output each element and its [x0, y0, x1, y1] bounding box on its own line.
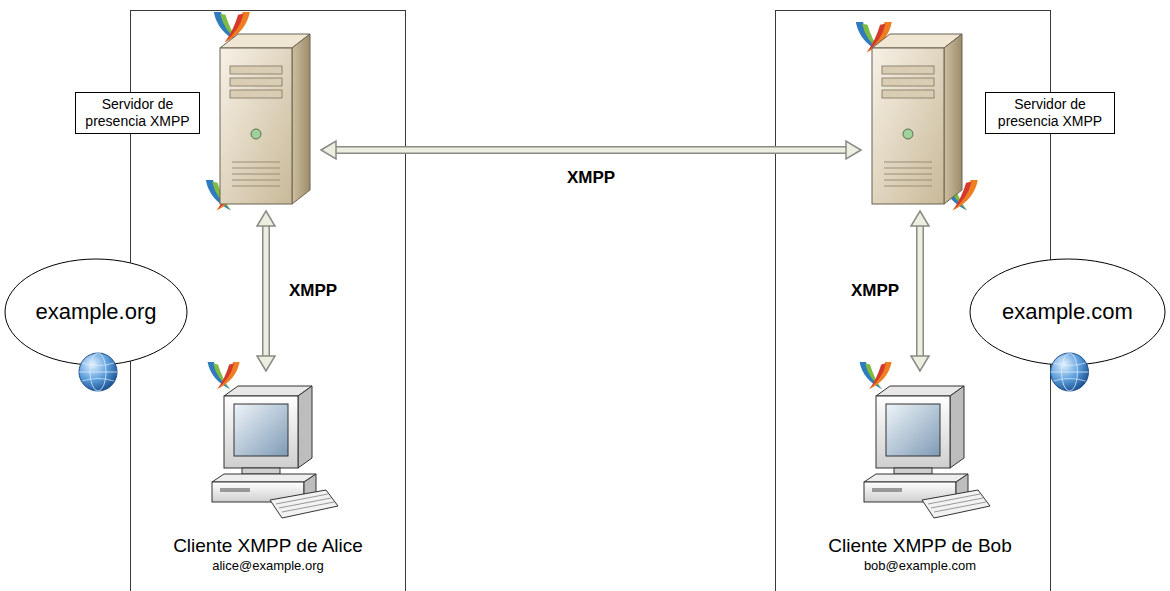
- presence-server: Servidor de presencia XMPP: [210, 22, 320, 210]
- server-icon: [210, 22, 320, 210]
- arrow-head: [911, 356, 929, 371]
- text-holder: example.org: [4, 258, 188, 366]
- server-label: Servidor de presencia XMPP: [81, 96, 194, 130]
- arrow-head: [257, 211, 275, 226]
- label-box: Servidor de presencia XMPP: [75, 92, 200, 134]
- arrow-head: [321, 141, 336, 159]
- client-address: alice@example.org: [108, 558, 428, 574]
- client-name: Cliente XMPP de Bob: [760, 534, 1080, 558]
- domain-name: example.org: [35, 298, 156, 326]
- client-computer: Cliente XMPP de Alicealice@example.org: [198, 372, 338, 512]
- globe-icon: [1051, 353, 1089, 391]
- protocol-label: XMPP: [286, 281, 340, 301]
- arrow-head: [846, 141, 861, 159]
- server-icon: [862, 22, 972, 210]
- arrow-head: [257, 356, 275, 371]
- protocol-label: XMPP: [848, 281, 902, 301]
- connector-fill: [264, 225, 269, 357]
- computer-icon: [850, 372, 990, 512]
- connector-fill: [335, 148, 847, 153]
- arrow-head: [911, 211, 929, 226]
- text-holder: Cliente XMPP de Alicealice@example.org: [108, 534, 428, 574]
- xmpp-connection: [257, 211, 275, 371]
- xmpp-connection: [911, 211, 929, 371]
- presence-server: Servidor de presencia XMPP: [862, 22, 972, 210]
- client-address: bob@example.com: [760, 558, 1080, 574]
- globe-icon: [79, 353, 117, 391]
- protocol-label: XMPP: [564, 168, 618, 188]
- client-computer: Cliente XMPP de Bobbob@example.com: [850, 372, 990, 512]
- connector-outline: [916, 225, 924, 357]
- label-box: Servidor de presencia XMPP: [985, 92, 1115, 134]
- xmpp-logo: [208, 362, 240, 389]
- domain-name: example.com: [1002, 298, 1133, 326]
- connector-outline: [262, 225, 270, 357]
- domain-ellipse: example.com: [969, 258, 1166, 366]
- domain-ellipse: example.org: [4, 258, 188, 366]
- client-name: Cliente XMPP de Alice: [108, 534, 428, 558]
- xmpp-logo: [860, 362, 892, 389]
- computer-icon: [198, 372, 338, 512]
- server-label: Servidor de presencia XMPP: [991, 96, 1109, 130]
- connector-fill: [918, 225, 923, 357]
- text-holder: example.com: [969, 258, 1166, 366]
- text-holder: Cliente XMPP de Bobbob@example.com: [760, 534, 1080, 574]
- connector-outline: [335, 146, 847, 154]
- xmpp-connection: [321, 141, 861, 159]
